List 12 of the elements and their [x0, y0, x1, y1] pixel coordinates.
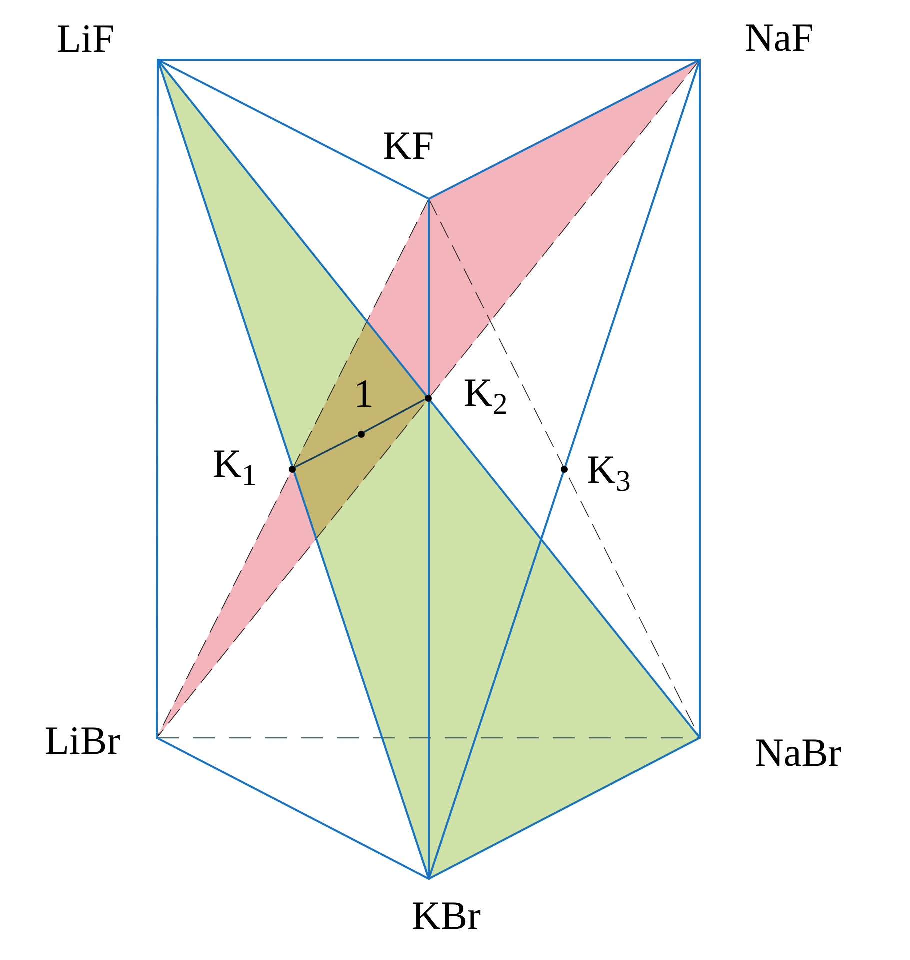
component-label: LiF — [57, 19, 115, 59]
point-label: K$_{3}$ — [587, 450, 631, 490]
component-label: NaF — [745, 18, 814, 58]
component-label: NaBr — [755, 733, 842, 773]
point-label: K$_{2}$ — [464, 373, 508, 413]
component-label: KBr — [412, 896, 481, 936]
point-label: K$_{1}$ — [213, 444, 257, 484]
curve-line — [364, 398, 426, 434]
component-label: KF — [383, 126, 434, 166]
curve-line — [294, 434, 358, 468]
point-label: 1 — [354, 374, 374, 414]
component-label: LiBr — [45, 721, 121, 761]
